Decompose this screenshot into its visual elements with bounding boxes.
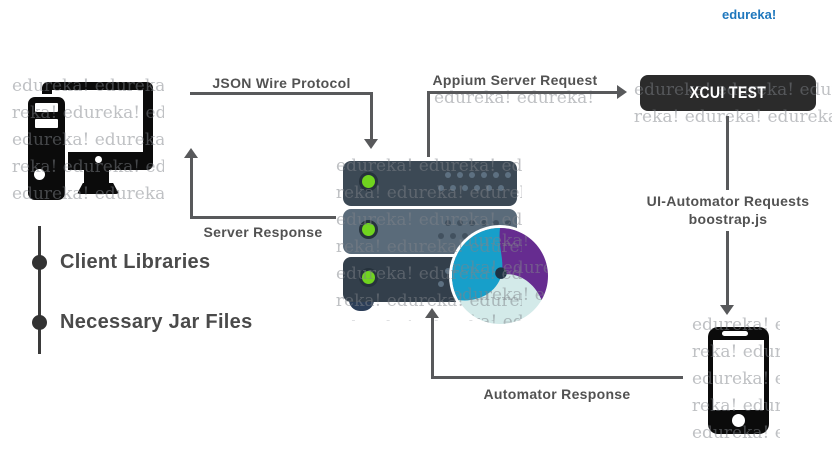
arrowhead-right-icon xyxy=(617,85,627,99)
monitor-screen xyxy=(52,90,143,152)
arrow-server-response-horizontal xyxy=(190,216,336,219)
arrow-automator-response-horizontal xyxy=(431,376,683,379)
edge-label-automator-response: Automator Response xyxy=(483,386,631,402)
server-vent-dots xyxy=(438,185,504,191)
monitor-stand-base xyxy=(77,183,119,194)
monitor-stand-neck xyxy=(84,170,109,183)
legend-connector-line xyxy=(38,226,41,354)
server-led-icon xyxy=(359,172,378,191)
arrow-appium-request-horizontal xyxy=(427,91,617,94)
arrow-ui-automator-lower xyxy=(726,231,729,305)
edge-label-json-wire-protocol: JSON Wire Protocol xyxy=(212,75,351,91)
edge-label-server-response: Server Response xyxy=(203,224,323,240)
smartphone-icon xyxy=(708,327,769,434)
arrow-appium-request-vertical xyxy=(427,92,430,157)
arrow-ui-automator-upper xyxy=(726,116,729,190)
arrow-json-wire-horizontal xyxy=(190,92,373,95)
server-unit xyxy=(343,161,517,206)
phone-home-button xyxy=(732,414,745,427)
arrow-server-response-vertical xyxy=(190,158,193,219)
appium-logo-icon xyxy=(452,228,548,324)
server-led-icon xyxy=(359,268,378,287)
xcui-test-label: XCUI TEST xyxy=(689,83,767,102)
legend-bullet xyxy=(32,255,47,270)
arrow-automator-response-vertical xyxy=(431,318,434,379)
phone-speaker xyxy=(722,331,748,336)
legend-bullet xyxy=(32,315,47,330)
arrowhead-up-icon xyxy=(425,308,439,318)
edge-label-appium-server-request: Appium Server Request xyxy=(432,72,598,88)
server-led-icon xyxy=(359,220,378,239)
arrowhead-down-icon xyxy=(720,305,734,315)
computer-tower xyxy=(28,97,65,200)
legend-item-client-libraries: Client Libraries xyxy=(60,251,211,273)
edureka-logo: edureka! xyxy=(722,7,777,22)
edge-label-ui-automator-line1: UI-Automator Requests xyxy=(646,193,810,209)
arrowhead-down-icon xyxy=(364,139,378,149)
tower-power-button xyxy=(34,169,45,180)
arrowhead-up-icon xyxy=(184,148,198,158)
monitor-camera-dot xyxy=(95,156,102,163)
edge-label-ui-automator-line2: boostrap.js xyxy=(688,211,768,227)
server-vent-dots xyxy=(445,220,511,226)
edge-label-ui-automator: UI-Automator Requests boostrap.js xyxy=(628,192,828,228)
tower-drive-bay xyxy=(35,103,58,112)
server-vent-dots xyxy=(445,172,511,178)
tower-drive-bay xyxy=(35,119,58,128)
desktop-computer-icon xyxy=(25,80,155,200)
arrow-json-wire-vertical xyxy=(370,92,373,140)
phone-screen xyxy=(713,340,764,410)
legend-item-necessary-jar-files: Necessary Jar Files xyxy=(60,311,253,333)
xcui-test-box xyxy=(640,75,816,111)
